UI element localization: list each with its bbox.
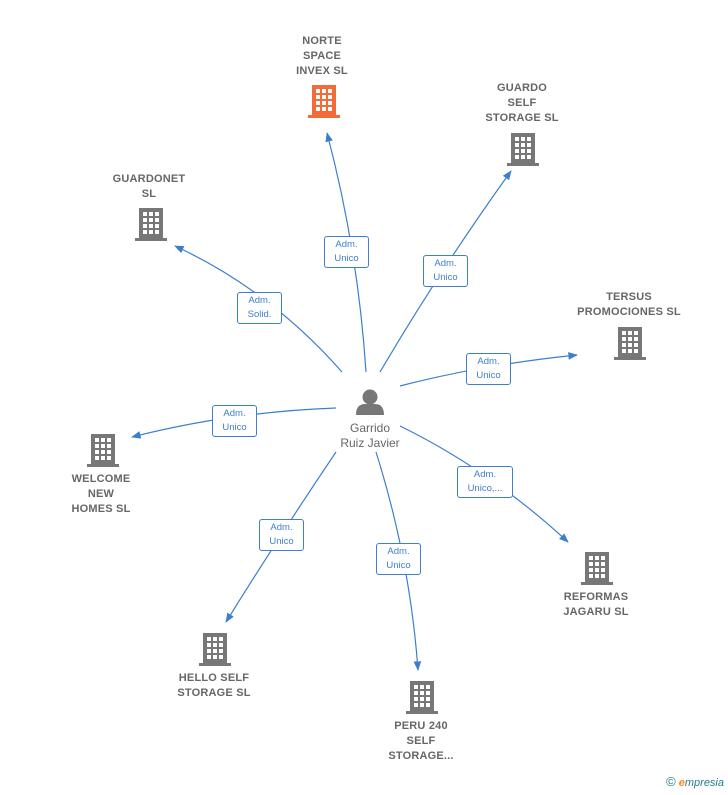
center-person-label[interactable]: Garrido Ruiz Javier <box>340 421 400 450</box>
building-icon-welcome[interactable] <box>87 434 119 467</box>
building-icon-hello[interactable] <box>199 633 231 666</box>
edge-label-welcome: Adm. Unico <box>212 405 257 437</box>
edge-label-reformas: Adm. Unico,... <box>457 466 513 498</box>
edge-label-guardonet: Adm. Solid. <box>237 292 282 324</box>
node-label-welcome[interactable]: WELCOME NEW HOMES SL <box>71 473 131 515</box>
building-icon-reformas[interactable] <box>581 552 613 585</box>
person-icon[interactable] <box>356 389 384 416</box>
edge-label-peru: Adm. Unico <box>376 543 421 575</box>
node-label-tersus[interactable]: TERSUS PROMOCIONES SL <box>577 291 681 318</box>
building-icon-guardonet[interactable] <box>135 208 167 241</box>
node-label-reformas[interactable]: REFORMAS JAGARU SL <box>563 591 629 618</box>
building-icon-norte[interactable] <box>308 85 340 118</box>
brand-logo-e: e <box>678 777 685 789</box>
building-icon-tersus[interactable] <box>614 327 646 360</box>
edge-label-tersus: Adm. Unico <box>466 353 511 385</box>
node-label-guardo[interactable]: GUARDO SELF STORAGE SL <box>485 82 559 124</box>
brand-name: mpresia <box>684 777 724 789</box>
edge-label-norte: Adm. Unico <box>324 236 369 268</box>
footer-brand: ©empresia <box>666 774 724 789</box>
node-label-norte[interactable]: NORTE SPACE INVEX SL <box>296 35 348 77</box>
edge-label-guardo: Adm. Unico <box>423 255 468 287</box>
copyright-symbol: © <box>666 774 676 789</box>
building-icon-peru[interactable] <box>406 681 438 714</box>
node-label-peru[interactable]: PERU 240 SELF STORAGE... <box>388 720 454 762</box>
building-icon-guardo[interactable] <box>507 133 539 166</box>
edge-label-hello: Adm. Unico <box>259 519 304 551</box>
node-label-guardonet[interactable]: GUARDONET SL <box>112 173 186 200</box>
node-label-hello[interactable]: HELLO SELF STORAGE SL <box>177 672 251 699</box>
